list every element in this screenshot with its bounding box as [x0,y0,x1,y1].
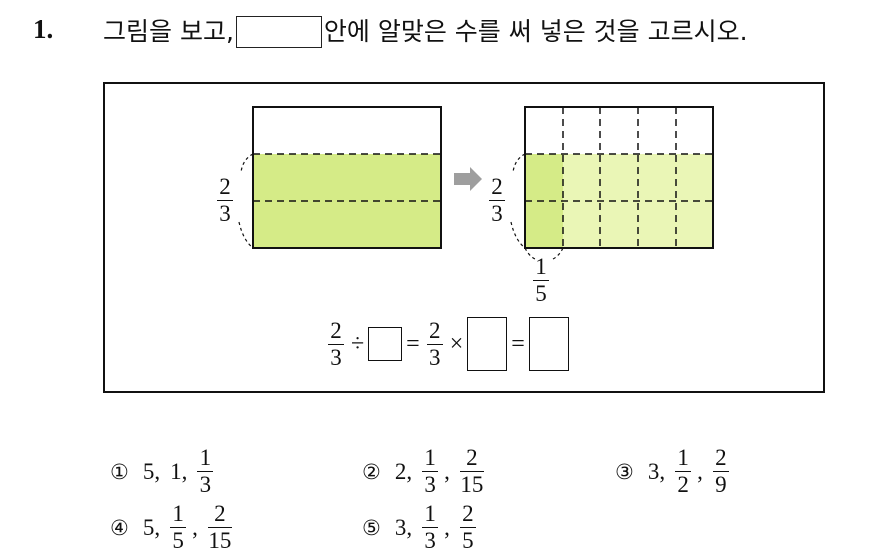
equals-sign-1: = [406,330,420,357]
right-rect [524,106,714,249]
arrow-icon [454,167,482,191]
left-fraction-label: 2 3 [217,175,233,226]
multiply-sign: × [449,330,464,357]
answer-blank-box [235,16,322,48]
bottom-brace [524,247,564,260]
left-rect [252,106,442,249]
divide-sign: ÷ [351,330,365,357]
blank-box-1 [368,327,403,361]
blank-box-2 [467,317,508,371]
equation: 2 3 ÷ = 2 3 × = [325,316,569,372]
figure-box: 2 3 2 3 1 5 [103,82,825,393]
question-text-after: 안에 알맞은 수를 써 넣은 것을 고르시오. [323,17,748,46]
blank-box-3 [528,317,569,371]
right-fraction-label: 2 3 [489,175,505,226]
question-text-before: 그림을 보고, [103,17,234,46]
question-text: 그림을 보고, 안에 알맞은 수를 써 넣은 것을 고르시오. [103,14,748,50]
equals-sign-2: = [511,330,525,357]
fraction-diagram [238,106,714,260]
right-brace [510,153,526,249]
equation-fraction-2: 2 3 [426,318,443,370]
bottom-fraction-label: 1 5 [533,255,549,306]
equation-fraction-1: 2 3 [328,318,344,370]
question-number: 1. [33,14,54,44]
left-brace [238,153,254,249]
